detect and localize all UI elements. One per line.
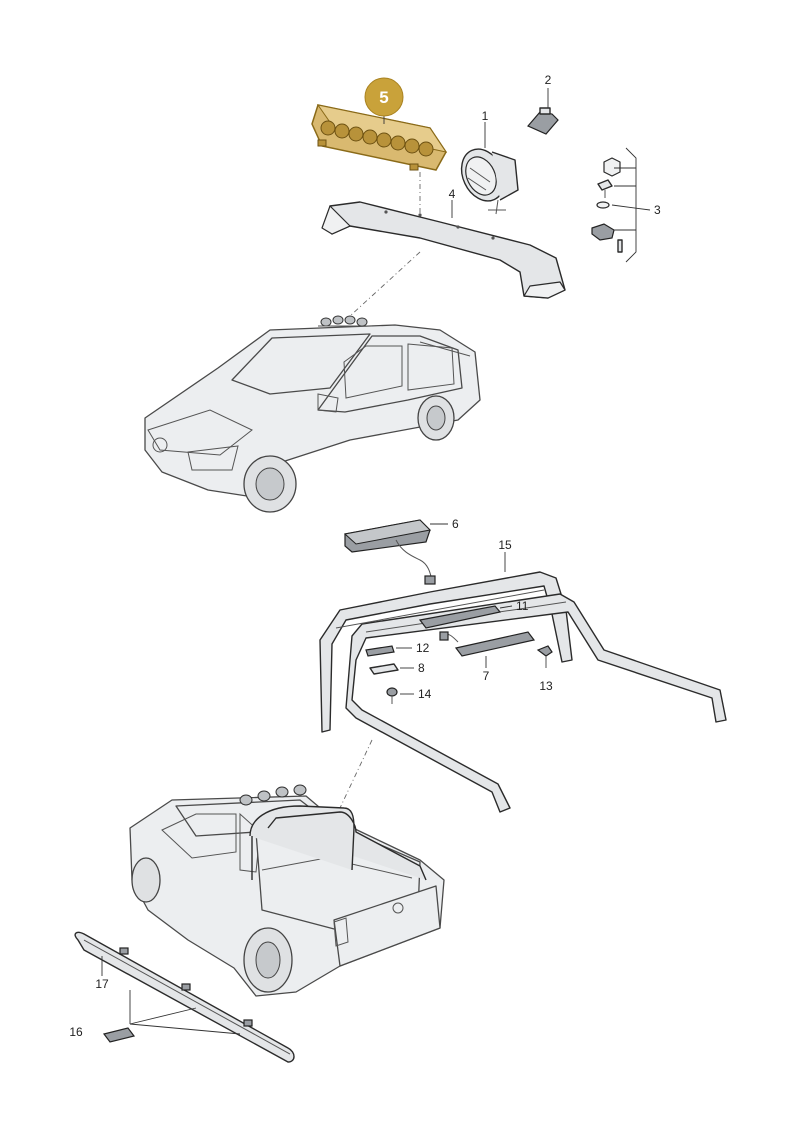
roof-mount-bracket[interactable] [321,201,566,299]
callout-12: 12 [416,641,430,655]
truck-rear-view [129,784,445,997]
callout-1: 1 [482,109,489,123]
callout-11: 11 [516,599,529,613]
fastener-set[interactable] [591,157,623,253]
clip-8[interactable] [369,663,399,675]
bolt-14[interactable] [386,687,398,704]
lamp-7[interactable] [439,631,536,657]
light-strip-11[interactable] [418,605,502,629]
light-bar-highlighted[interactable] [311,104,448,171]
truck-front-view [144,315,481,513]
spotlight[interactable] [453,142,519,215]
bracket-16[interactable] [102,1027,136,1043]
callout-8: 8 [418,661,425,675]
callout-7: 7 [483,669,490,683]
highlight-badge-5[interactable]: 5 [364,77,404,117]
callout-14: 14 [418,687,432,701]
callout-15: 15 [498,538,512,552]
callout-2: 2 [545,73,552,87]
seal-12[interactable] [365,645,395,657]
callout-6: 6 [452,517,459,531]
screw-13[interactable] [536,645,553,668]
callout-17: 17 [95,977,109,991]
callout-16: 16 [69,1025,83,1039]
brake-light-6[interactable] [343,519,436,585]
highlight-label: 5 [379,88,388,107]
callout-3: 3 [654,203,661,217]
callout-13: 13 [539,679,553,693]
side-step-bar-17[interactable] [74,931,295,1063]
bulb[interactable] [527,107,559,135]
callout-4: 4 [449,187,456,201]
